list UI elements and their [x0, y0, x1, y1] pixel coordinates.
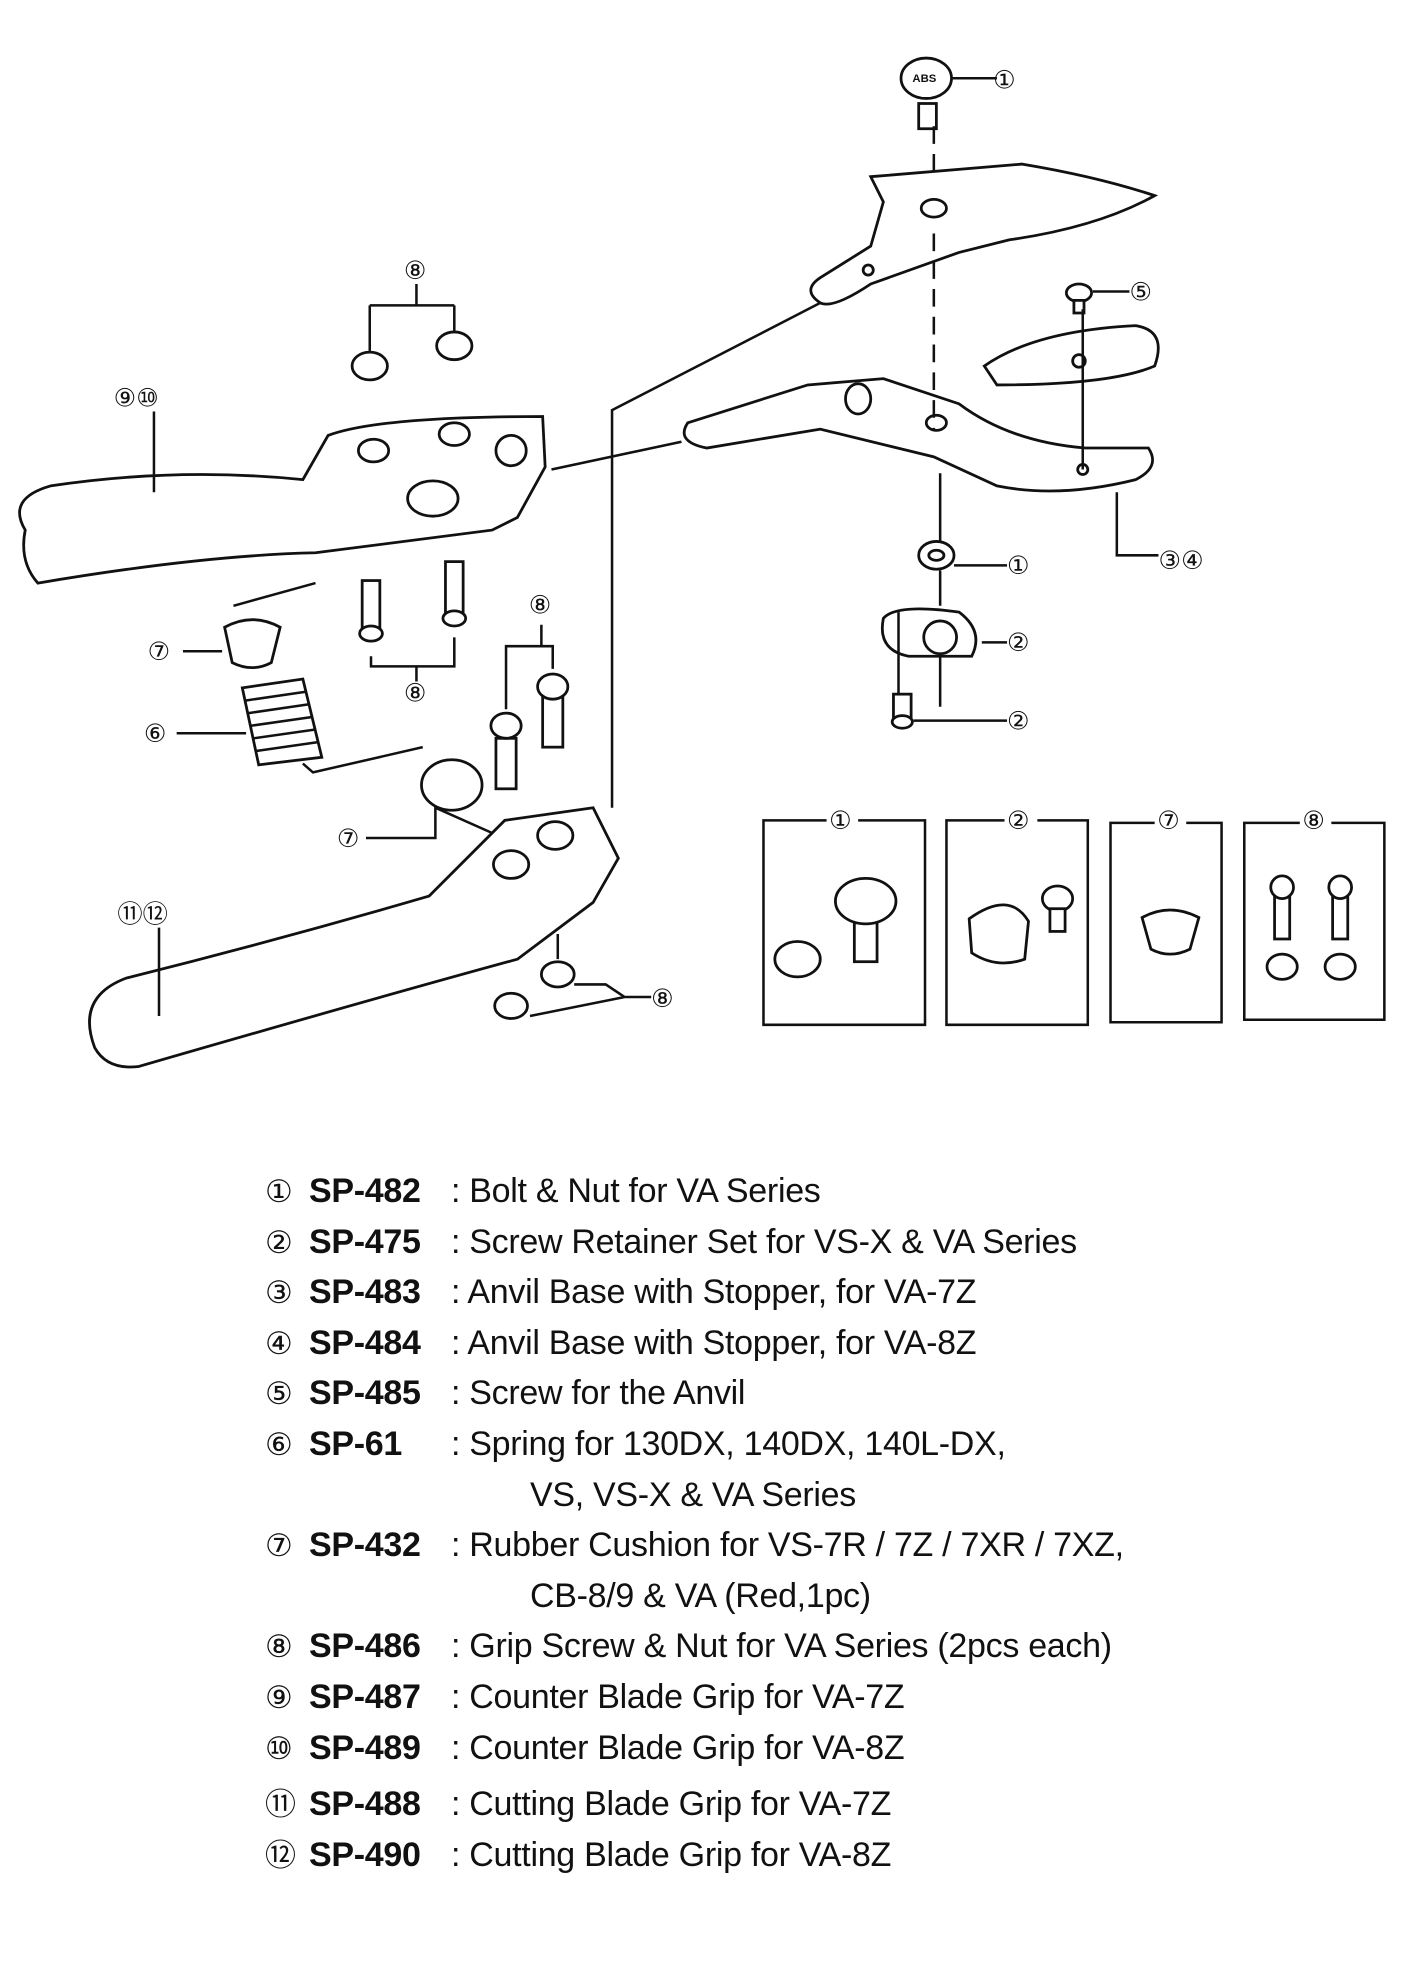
callout-label: ⑤ [1129, 277, 1152, 306]
inset-box-8 [1243, 821, 1386, 1022]
spring-part [240, 677, 324, 767]
callout-label: ⑧ [529, 590, 552, 619]
callout-label: ⑪⑫ [117, 900, 167, 929]
part-code: SP-485 [309, 1374, 421, 1413]
part-row: ④ SP-484 : Anvil Base with Stopper, for VA… [265, 1324, 1124, 1375]
inset-box-2 [945, 819, 1090, 1027]
anvil-screw-part [1064, 282, 1093, 315]
callout-label: ⑧ [404, 256, 427, 285]
callout-label: ⑥ [144, 719, 167, 748]
part-code: SP-482 [309, 1172, 421, 1210]
cutting-blade-grip-part [88, 806, 620, 1069]
part-row: ② SP-475 : Screw Retainer Set for VS-X & V… [265, 1223, 1124, 1274]
bolt-part: ABS [899, 56, 953, 131]
part-number: ⑫ [265, 1837, 296, 1874]
inset-label: ⑦ [1157, 806, 1180, 835]
callout-label: ⑧ [651, 984, 674, 1013]
callout-label: ⑦ [337, 824, 360, 853]
part-row: ⑨ SP-487 : Counter Blade Grip for VA-7Z [265, 1678, 1124, 1729]
callout-label: ① [1007, 551, 1030, 580]
parts-list: ① SP-482 : Bolt & Nut for VA Series ② SP-475… [265, 1172, 1124, 1880]
cutting-blade-part [809, 162, 1159, 306]
part-description: : Counter Blade Grip for VA-8Z [451, 1728, 905, 1767]
callout-label: ① [993, 65, 1016, 94]
inset-box-1 [762, 819, 927, 1027]
svg-text:ABS: ABS [912, 73, 936, 85]
part-row: ③ SP-483 : Anvil Base with Stopper, for VA… [265, 1273, 1124, 1324]
part-description: : Spring for 130DX, 140DX, 140L-DX, [451, 1424, 1006, 1463]
callout-label: ③④ [1158, 546, 1203, 575]
part-description: : Screw Retainer Set for VS-X & VA Serie… [451, 1222, 1077, 1261]
part-row: ⑧ SP-486 : Grip Screw & Nut for VA Series … [265, 1627, 1124, 1678]
part-description: : Cutting Blade Grip for VA-8Z [451, 1835, 892, 1874]
callout-label: ② [1007, 628, 1030, 657]
part-number: ② [265, 1224, 293, 1261]
part-code: SP-486 [309, 1627, 421, 1666]
counter-blade-grip-part [18, 415, 547, 585]
inset-label: ⑧ [1302, 806, 1325, 835]
part-description: : Counter Blade Grip for VA-7Z [451, 1677, 905, 1716]
part-row: ① SP-482 : Bolt & Nut for VA Series [265, 1172, 1124, 1223]
part-description-continued: CB-8/9 & VA (Red,1pc) [530, 1576, 871, 1615]
part-description: : Screw for the Anvil [451, 1374, 746, 1413]
part-code: SP-61 [309, 1424, 402, 1463]
part-number: ⑧ [265, 1629, 293, 1666]
part-number: ⑦ [265, 1528, 293, 1565]
part-number: ① [265, 1174, 293, 1210]
part-description: : Cutting Blade Grip for VA-7Z [451, 1785, 892, 1824]
part-code: SP-483 [309, 1273, 421, 1312]
rubber-cushion-part [223, 618, 282, 670]
part-number: ⑨ [265, 1679, 293, 1716]
part-number: ③ [265, 1275, 293, 1312]
part-description: : Rubber Cushion for VS-7R / 7Z / 7XR / … [451, 1526, 1124, 1565]
callout-label: ⑧ [404, 679, 427, 708]
part-number: ⑪ [265, 1787, 296, 1824]
part-description: : Bolt & Nut for VA Series [451, 1172, 821, 1210]
part-code: SP-489 [309, 1728, 421, 1767]
part-row: ⑦ SP-432 : Rubber Cushion for VS-7R / 7Z /… [265, 1526, 1124, 1577]
part-code: SP-490 [309, 1835, 421, 1874]
part-description: : Anvil Base with Stopper, for VA-7Z [451, 1273, 977, 1312]
part-code: SP-488 [309, 1785, 421, 1824]
part-description-continued: VS, VS-X & VA Series [530, 1475, 856, 1514]
part-description: : Grip Screw & Nut for VA Series (2pcs e… [451, 1627, 1112, 1666]
part-row: ⑤ SP-485 : Screw for the Anvil [265, 1374, 1124, 1425]
part-code: SP-475 [309, 1222, 421, 1261]
part-row: ⑥ SP-61 : Spring for 130DX, 140DX, 140L-DX… [265, 1425, 1124, 1476]
inset-box-7 [1109, 821, 1223, 1024]
part-code: SP-484 [309, 1323, 421, 1362]
callout-label: ⑨⑩ [114, 383, 159, 412]
callout-label: ⑦ [148, 637, 171, 666]
callout-label: ② [1007, 706, 1030, 735]
anvil-part [982, 324, 1160, 387]
part-row: ⑪ SP-488 : Cutting Blade Grip for VA-7Z [265, 1779, 1124, 1830]
inset-label: ① [829, 806, 852, 835]
part-row: ⑫ SP-490 : Cutting Blade Grip for VA-8Z [265, 1830, 1124, 1881]
part-number: ⑤ [265, 1376, 293, 1413]
part-code: SP-432 [309, 1526, 421, 1565]
part-row: ⑩ SP-489 : Counter Blade Grip for VA-8Z [265, 1729, 1124, 1780]
inset-label: ② [1007, 806, 1030, 835]
part-description: : Anvil Base with Stopper, for VA-8Z [451, 1323, 977, 1362]
part-number: ⑥ [265, 1426, 293, 1463]
part-code: SP-487 [309, 1677, 421, 1716]
anvil-base-part [682, 377, 1154, 493]
part-number: ④ [265, 1325, 293, 1362]
part-number: ⑩ [265, 1730, 293, 1767]
